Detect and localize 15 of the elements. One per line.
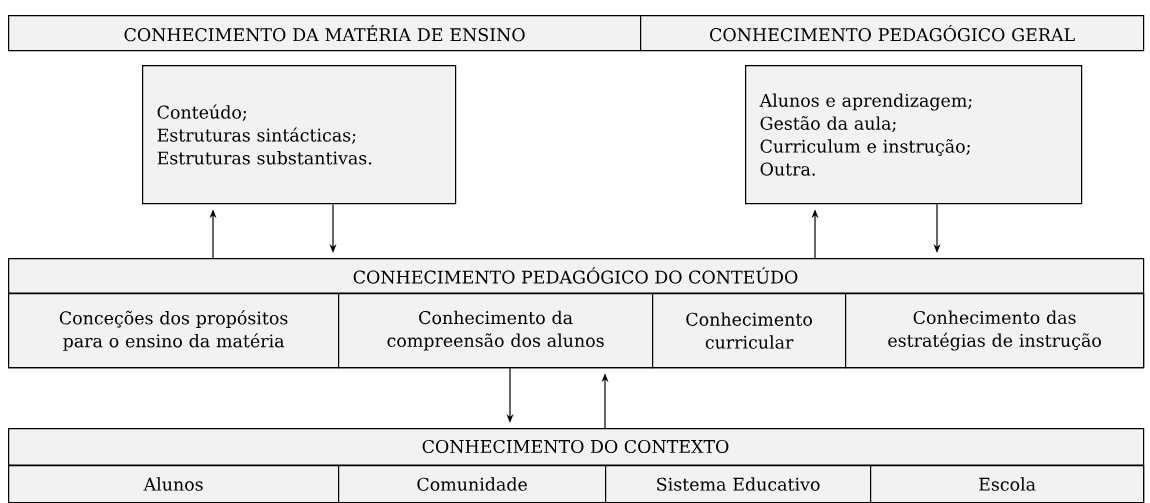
list-box: Conteúdo; Estruturas sintácticas; Estruturas substantivas. <box>142 65 457 205</box>
table-cell: Escola <box>870 465 1145 503</box>
header-box: CONHECIMENTO PEDAGÓGICO GERAL <box>640 15 1145 52</box>
table-cell: Conhecimento das estratégias de instrução <box>845 293 1145 369</box>
node-label: Comunidade <box>417 477 527 491</box>
table-cell: Comunidade <box>338 465 607 503</box>
table-cell: Alunos <box>8 465 340 503</box>
header-box: CONHECIMENTO DA MATÉRIA DE ENSINO <box>8 15 642 52</box>
node-label: Alunos <box>143 477 203 491</box>
table-cell: Conceções dos propósitos para o ensino da matéria <box>8 293 340 369</box>
table-cell: Sistema Educativo <box>605 465 872 503</box>
list-box: Alunos e aprendizagem; Gestão da aula; Curriculum e instrução; Outra. <box>745 65 1083 205</box>
table-cell: Conhecimento da compreensão dos alunos <box>338 293 654 369</box>
table-cell: Conhecimento curricular <box>652 293 847 369</box>
node-label: Sistema Educativo <box>657 477 820 491</box>
